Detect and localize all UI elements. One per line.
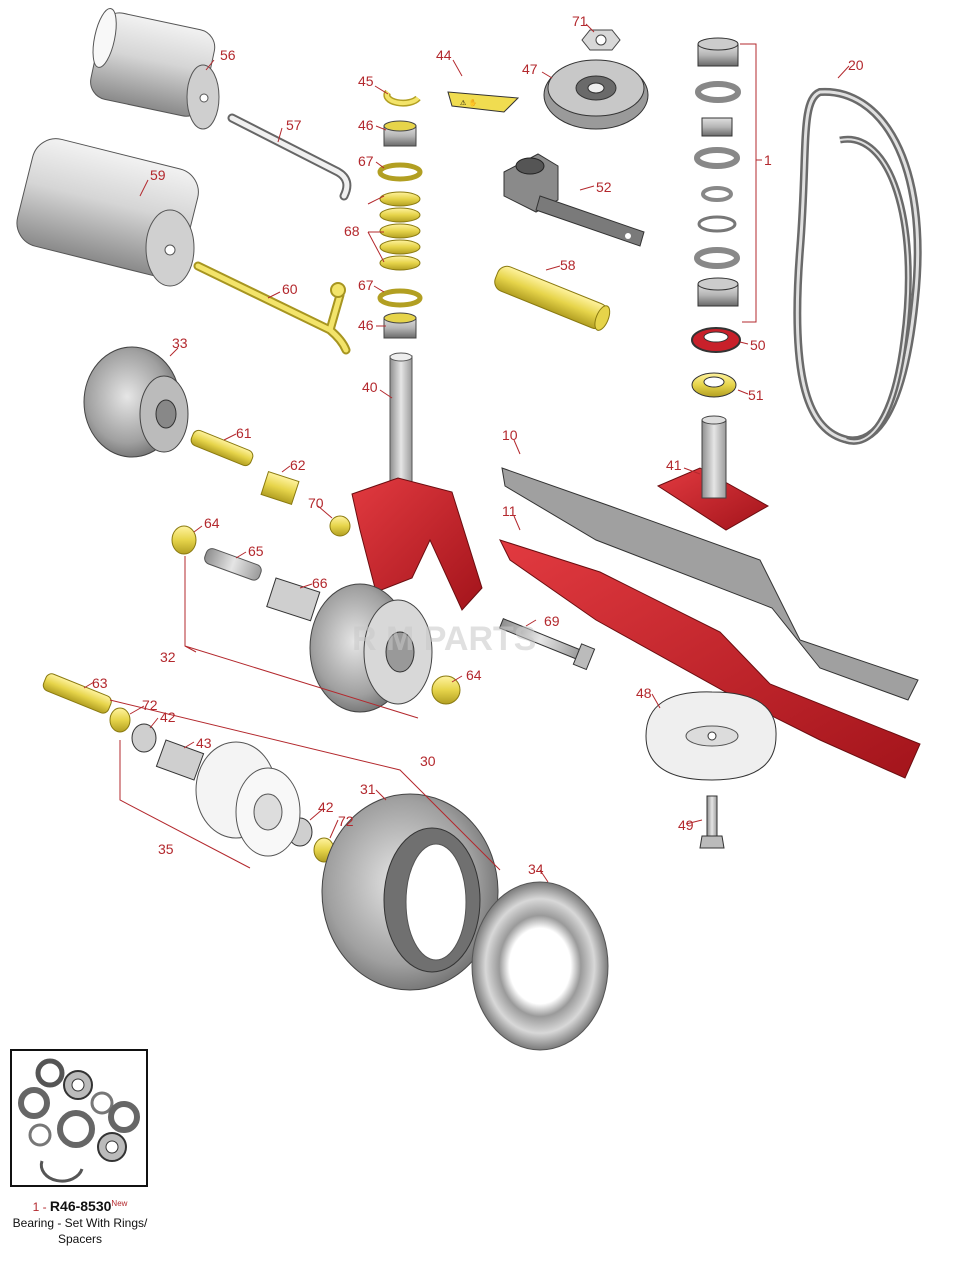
callout-45: 45 <box>358 73 374 89</box>
callout-44: 44 <box>436 47 452 63</box>
callout-64-top: 64 <box>204 515 220 531</box>
callout-10: 10 <box>502 427 518 443</box>
dish-48 <box>645 691 777 781</box>
callout-47: 47 <box>522 61 538 77</box>
callout-65: 65 <box>248 543 264 559</box>
roller-59 <box>16 138 199 287</box>
washer-72-a <box>109 707 131 733</box>
callout-59: 59 <box>150 167 166 183</box>
blade-11 <box>499 539 921 779</box>
bearing-set-illustration <box>18 1058 140 1183</box>
caption-part-number: R46-8530 <box>49 1198 112 1214</box>
tube-34 <box>471 881 609 1051</box>
callout-11: 11 <box>502 503 517 519</box>
bearing-stack-1 <box>694 37 741 307</box>
nut-70 <box>329 515 351 537</box>
inset-caption: 1 - R46-8530New Bearing - Set With Rings… <box>0 1196 160 1247</box>
roller-56 <box>90 8 220 130</box>
svg-text:⚠ ✋: ⚠ ✋ <box>460 98 477 107</box>
callout-20: 20 <box>848 57 864 73</box>
pin-63 <box>42 673 112 714</box>
callout-68: 68 <box>344 223 360 239</box>
roller-bearing-43 <box>155 739 205 781</box>
bolt-69 <box>498 618 596 671</box>
callout-62: 62 <box>290 457 306 473</box>
callout-72-bottom: 72 <box>338 813 354 829</box>
spacer-65 <box>204 548 262 581</box>
callout-58: 58 <box>560 257 576 273</box>
callout-67-bottom: 67 <box>358 277 374 293</box>
callout-30: 30 <box>420 753 436 769</box>
callout-40: 40 <box>362 379 378 395</box>
roller-bearing-66 <box>266 577 321 622</box>
spacer-64-bottom <box>431 675 461 705</box>
caption-new-badge: New <box>111 1199 128 1208</box>
callout-61: 61 <box>236 425 252 441</box>
callout-71: 71 <box>572 13 588 29</box>
caption-part-line: 1 - R46-8530New <box>0 1196 160 1215</box>
callout-52: 52 <box>596 179 612 195</box>
callout-35: 35 <box>158 841 174 857</box>
spindle-41 <box>656 415 770 531</box>
callout-31: 31 <box>360 781 376 797</box>
callout-1: 1 <box>764 152 772 168</box>
callout-41: 41 <box>666 457 682 473</box>
idler-arm-52 <box>503 153 645 247</box>
callout-33: 33 <box>172 335 188 351</box>
spring-stack <box>377 89 423 339</box>
caption-description-line1: Bearing - Set With Rings/ <box>12 1216 148 1230</box>
callout-51: 51 <box>748 387 764 403</box>
caster-wheel <box>309 583 433 713</box>
callout-34: 34 <box>528 861 544 877</box>
callout-46-top: 46 <box>358 117 374 133</box>
pin-58 <box>494 265 611 331</box>
bolt-49 <box>699 795 725 849</box>
callout-63: 63 <box>92 675 108 691</box>
bearing-set-inset <box>10 1049 148 1187</box>
callout-67-top: 67 <box>358 153 374 169</box>
callout-72-top: 72 <box>142 697 158 713</box>
watermark: R M PARTS <box>352 620 536 658</box>
callout-70: 70 <box>308 495 324 511</box>
spacer-64-top <box>171 525 197 555</box>
wheel-33 <box>83 346 189 458</box>
callout-46-bottom: 46 <box>358 317 374 333</box>
callout-57: 57 <box>286 117 302 133</box>
callout-64-bottom: 64 <box>466 667 482 683</box>
tire-31 <box>321 793 499 991</box>
bearing-42-a <box>131 723 157 753</box>
blade-10 <box>501 467 919 701</box>
callout-50: 50 <box>750 337 766 353</box>
callout-43: 43 <box>196 735 212 751</box>
decal-44 <box>447 91 520 113</box>
caption-description-line2: Spacers <box>57 1232 103 1246</box>
caster-fork <box>351 477 483 611</box>
callout-60: 60 <box>282 281 298 297</box>
callout-42-top: 42 <box>160 709 176 725</box>
pulley-47 <box>543 59 649 130</box>
rim <box>195 741 301 857</box>
callout-32: 32 <box>160 649 176 665</box>
pin-61 <box>190 429 254 467</box>
callout-69: 69 <box>544 613 560 629</box>
callout-56: 56 <box>220 47 236 63</box>
caption-item-number: 1 - <box>32 1200 47 1214</box>
callout-48: 48 <box>636 685 652 701</box>
belt-20 <box>793 87 922 445</box>
callout-49: 49 <box>678 817 694 833</box>
callout-66: 66 <box>312 575 328 591</box>
bushing-62 <box>260 471 300 505</box>
callout-42-bottom: 42 <box>318 799 334 815</box>
